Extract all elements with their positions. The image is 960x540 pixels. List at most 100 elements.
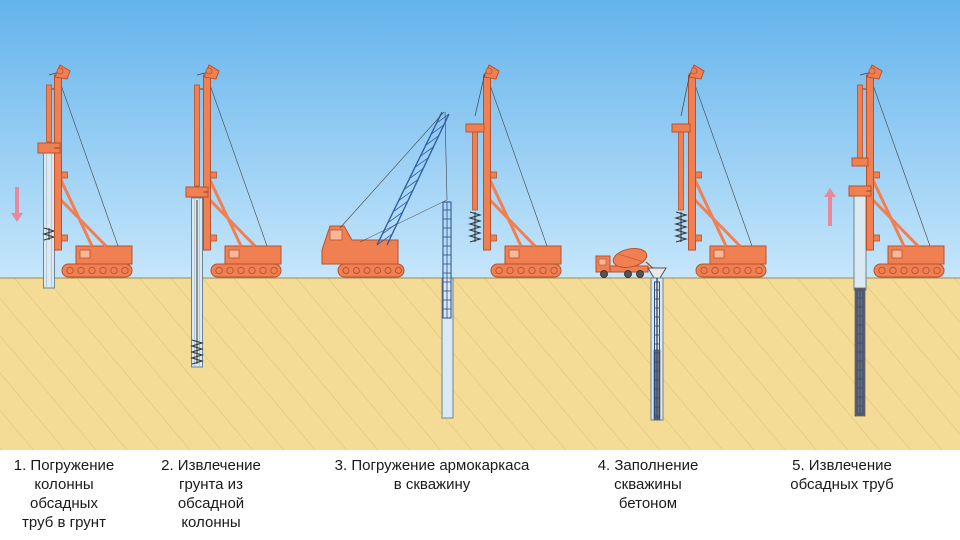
track-wheel <box>395 267 402 274</box>
rig-rope <box>48 72 57 76</box>
crane-track <box>337 263 405 278</box>
arrow-up-icon <box>824 188 836 226</box>
track-wheel <box>550 266 558 275</box>
mast-bracket <box>210 234 217 242</box>
concrete-mixer-truck <box>595 248 656 278</box>
boom-lattice <box>420 146 434 157</box>
sky <box>0 0 960 278</box>
track-wheel <box>270 266 278 275</box>
boom-lattice <box>414 157 429 168</box>
boom-lattice <box>430 124 445 135</box>
cab-window <box>228 249 240 259</box>
track-wheel <box>900 266 908 275</box>
rig-rope <box>859 72 869 76</box>
mast-bracket <box>61 234 68 242</box>
auger-flight <box>190 339 204 365</box>
rig-mast <box>203 74 211 251</box>
mast-bracket <box>695 234 702 242</box>
crane-pendant <box>339 111 445 229</box>
boom-lattice <box>398 190 414 201</box>
boom-lattice <box>376 233 393 246</box>
crane-cab-window <box>329 229 343 241</box>
truck-wheel <box>636 270 644 278</box>
track-wheel <box>878 266 886 275</box>
cab-window <box>891 249 903 259</box>
crown-pulley <box>868 67 876 75</box>
rig-strut <box>693 179 728 247</box>
drilling-rig-5 <box>848 64 945 278</box>
track-wheel <box>506 266 514 275</box>
crane-hoist-rope <box>444 111 448 201</box>
crane-rope <box>359 199 448 243</box>
rotary-head <box>671 123 691 133</box>
rig-mast <box>483 74 491 251</box>
rig-strut <box>693 198 742 248</box>
rig-kelly <box>857 84 863 159</box>
track-wheel <box>353 267 360 274</box>
rig-cable <box>60 84 119 247</box>
track-wheel <box>226 266 234 275</box>
track-wheel <box>363 267 371 274</box>
rig-mast <box>688 74 696 251</box>
track-wheel <box>495 266 503 275</box>
truck-wheel <box>600 270 608 278</box>
boom-lattice <box>436 113 450 124</box>
caption-step-2: 2. Извлечение грунта из обсадной колонны <box>161 457 261 531</box>
track-wheel <box>215 266 223 275</box>
rig-rope <box>474 72 486 117</box>
mast-bracket <box>61 171 68 179</box>
track-wheel <box>733 266 741 275</box>
track-wheel <box>88 266 96 275</box>
track-wheel <box>911 266 919 275</box>
arrow-head <box>824 188 836 197</box>
rig-strut <box>208 179 243 247</box>
drilling-rig-3 <box>468 64 562 278</box>
mast-bracket <box>873 171 880 179</box>
auger-flight <box>42 227 56 241</box>
track-wheel <box>110 266 118 275</box>
kelly-clamp <box>851 157 869 167</box>
auger-flight <box>674 211 688 243</box>
rig-mast <box>54 74 62 251</box>
track-wheel <box>922 266 930 275</box>
drilling-rig-1 <box>37 64 133 278</box>
scene <box>0 0 960 450</box>
track-wheel <box>700 266 708 275</box>
truck-wheel <box>624 270 632 278</box>
track-wheel <box>259 266 267 275</box>
rig-cable <box>694 84 753 247</box>
track-wheel <box>889 266 897 275</box>
crawler-crane <box>321 111 450 278</box>
boom-lattice <box>403 179 419 190</box>
track-wheel <box>374 267 381 274</box>
caption-step-4: 4. Заполнение скважины бетоном <box>597 457 699 512</box>
track-wheel <box>248 266 256 275</box>
track-wheel <box>539 266 547 275</box>
caption-step-5: 5. Извлечение обсадных труб <box>790 457 894 493</box>
rig-strut <box>871 179 906 247</box>
rig-cable <box>872 84 931 247</box>
casing-step-1 <box>43 144 55 289</box>
rotary-head <box>465 123 485 133</box>
track-wheel <box>99 266 107 275</box>
rig-rope <box>680 72 691 117</box>
casing-tube <box>43 144 55 289</box>
boom-lattice <box>425 135 439 146</box>
arrow-head <box>11 213 23 222</box>
track-wheel <box>744 266 752 275</box>
drilling-rig-4 <box>674 64 767 278</box>
rig-strut <box>488 179 523 247</box>
track-wheel <box>77 266 85 275</box>
rig-kelly <box>678 125 684 211</box>
rig-kelly <box>46 84 52 143</box>
crown-pulley <box>56 67 64 75</box>
track-wheel <box>384 267 392 274</box>
crown-pulley <box>485 67 493 75</box>
mast-bracket <box>873 234 880 242</box>
rig-strut <box>208 198 257 248</box>
ground-hatch <box>0 278 960 450</box>
track-wheel <box>121 266 129 275</box>
rig-strut <box>488 198 537 248</box>
drum-stripe <box>617 253 645 263</box>
